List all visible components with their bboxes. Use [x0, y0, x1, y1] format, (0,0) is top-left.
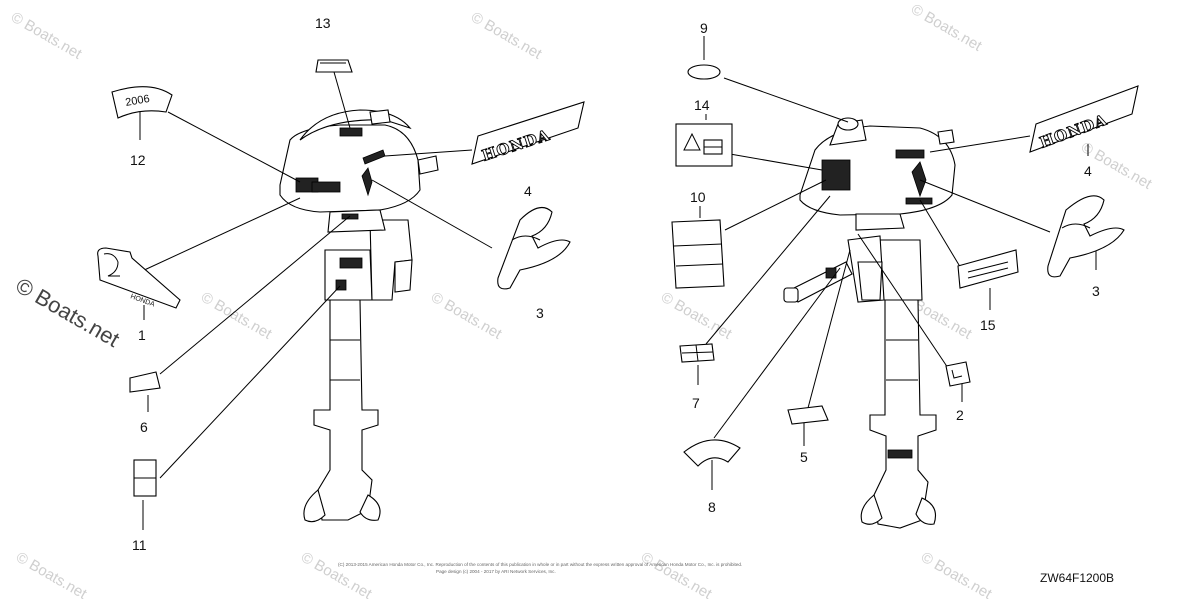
watermark: © Boats.net: [908, 1, 985, 55]
decal-15: [957, 249, 1019, 289]
diagram-code: ZW64F1200B: [1040, 571, 1114, 585]
watermark: © Boats.net: [298, 549, 375, 599]
callout-15-right: 15: [980, 317, 996, 333]
right-leader-lines: [697, 36, 1097, 490]
left-callouts: 13 12 4 1 3 6 11: [130, 15, 544, 553]
callout-13-left: 13: [315, 15, 331, 31]
left-leader-lines: [139, 71, 493, 530]
watermark: © Boats.net: [13, 549, 90, 599]
copyright-line-1: (C) 2013-2015 American Honda Motor Co., …: [338, 562, 742, 567]
decal-10: [671, 219, 725, 289]
callout-12-left: 12: [130, 152, 146, 168]
year-tag-label: 2006: [124, 93, 150, 109]
main-watermark: © Boats.net: [12, 273, 124, 352]
decal-4-honda-left: HONDA: [471, 101, 585, 165]
decal-3-fun-right: [1047, 195, 1125, 278]
decal-11: [133, 459, 157, 497]
right-callouts: 9 14 4 10 3 15 7 2 5 8: [690, 20, 1100, 515]
watermark: © Boats.net: [468, 9, 545, 63]
callout-5-right: 5: [800, 449, 808, 465]
callout-2-right: 2: [956, 407, 964, 423]
callout-4-left: 4: [524, 183, 532, 199]
decal-3-fun-left: [497, 206, 571, 290]
footer: (C) 2013-2015 American Honda Motor Co., …: [338, 562, 1114, 585]
decal-5: [787, 405, 829, 425]
watermark: © Boats.net: [8, 9, 85, 63]
watermark: © Boats.net: [428, 289, 505, 343]
watermark: © Boats.net: [198, 289, 275, 343]
decal-9: [687, 64, 721, 80]
callout-4-right: 4: [1084, 163, 1092, 179]
callout-6-left: 6: [140, 419, 148, 435]
decal-7: [679, 343, 715, 363]
watermark: © Boats.net: [658, 289, 735, 343]
callout-14-right: 14: [694, 97, 710, 113]
callout-10-right: 10: [690, 189, 706, 205]
watermark: © Boats.net: [918, 549, 995, 599]
watermark: © Boats.net: [638, 549, 715, 599]
callout-8-right: 8: [708, 499, 716, 515]
callout-9-right: 9: [700, 20, 708, 36]
decal-8: [683, 439, 741, 467]
decal-1-badge: HONDA: [97, 247, 181, 309]
decal-2: [945, 361, 971, 387]
callout-7-right: 7: [692, 395, 700, 411]
callout-3-right: 3: [1092, 283, 1100, 299]
callout-1-left: 1: [138, 327, 146, 343]
left-outboard-motor: [279, 109, 439, 523]
callout-11-left: 11: [132, 537, 147, 553]
right-outboard-motor: [783, 117, 956, 529]
decal-13: [315, 59, 353, 73]
callout-3-left: 3: [536, 305, 544, 321]
decal-12-year-tag: 2006: [111, 86, 173, 119]
decal-6: [129, 371, 161, 393]
decal-14: [675, 123, 733, 167]
copyright-line-2: Page design (c) 2004 - 2017 by ARI Netwo…: [436, 569, 556, 574]
